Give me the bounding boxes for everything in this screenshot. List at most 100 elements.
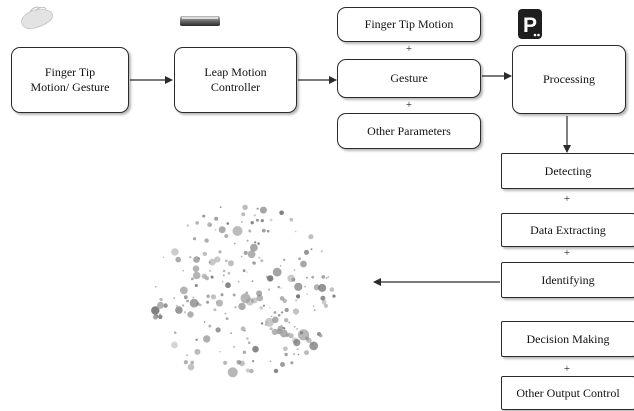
particle-dot bbox=[210, 294, 217, 300]
particle-dot bbox=[269, 327, 273, 331]
particle-dot bbox=[192, 237, 197, 241]
particle-dot bbox=[258, 256, 261, 259]
particle-dot bbox=[210, 275, 214, 279]
particle-dot bbox=[225, 317, 229, 320]
particle-dot bbox=[222, 269, 226, 273]
particle-dot bbox=[282, 298, 287, 303]
particle-dot bbox=[203, 321, 206, 323]
particle-dot bbox=[225, 259, 228, 263]
particle-dot bbox=[279, 210, 284, 216]
particle-dot bbox=[272, 267, 282, 277]
particle-dot bbox=[227, 260, 234, 267]
particle-dot bbox=[248, 229, 252, 233]
particle-dot bbox=[237, 280, 240, 283]
particle-dot bbox=[246, 337, 249, 340]
particle-dot bbox=[296, 348, 299, 351]
particle-dot bbox=[310, 248, 313, 251]
particle-dot bbox=[191, 277, 194, 281]
particle-dot bbox=[280, 324, 283, 327]
particle-dot bbox=[284, 352, 288, 357]
particle-dot bbox=[264, 323, 267, 326]
plus-sign: + bbox=[405, 43, 413, 55]
particle-dot bbox=[251, 359, 255, 363]
particle-dot bbox=[252, 345, 259, 353]
particle-dot bbox=[277, 285, 281, 289]
particle-dot bbox=[219, 350, 221, 353]
particle-dot bbox=[202, 214, 206, 218]
particle-dot bbox=[304, 350, 309, 356]
particle-dot bbox=[175, 306, 183, 314]
particle-dot bbox=[187, 311, 194, 318]
particle-dot bbox=[155, 286, 157, 288]
particle-dot bbox=[240, 255, 243, 258]
particle-dot bbox=[259, 306, 264, 310]
particle-dot bbox=[321, 275, 326, 279]
particle-dot bbox=[233, 345, 236, 348]
particle-dot bbox=[292, 308, 300, 315]
hand-icon bbox=[21, 6, 54, 30]
particle-dot bbox=[250, 221, 254, 225]
particle-dot bbox=[216, 299, 223, 307]
particle-dot bbox=[214, 256, 221, 263]
particle-dot bbox=[321, 300, 327, 305]
particle-dot bbox=[296, 328, 298, 330]
particle-dot bbox=[192, 265, 200, 273]
particle-dot bbox=[269, 360, 272, 363]
particle-dot bbox=[192, 296, 195, 299]
particle-dot bbox=[280, 287, 283, 289]
particle-dot bbox=[265, 321, 268, 323]
particle-dot bbox=[309, 341, 319, 351]
particle-dot bbox=[182, 304, 185, 307]
particle-dot bbox=[250, 243, 258, 252]
particle-dot bbox=[193, 256, 200, 263]
particle-dot bbox=[175, 256, 181, 263]
particle-dot bbox=[242, 204, 248, 210]
particle-dot bbox=[234, 306, 237, 309]
particle-dot bbox=[163, 303, 168, 308]
particle-sphere-image bbox=[151, 204, 336, 378]
particle-dot bbox=[250, 299, 254, 303]
particle-dot bbox=[280, 329, 288, 338]
particle-dot bbox=[220, 293, 224, 297]
particle-dot bbox=[162, 256, 165, 259]
node-leap-controller: Leap Motion Controller bbox=[174, 47, 297, 113]
particle-dot bbox=[293, 325, 296, 328]
particle-dot bbox=[189, 256, 192, 259]
particle-dot bbox=[183, 295, 188, 300]
particle-dot bbox=[186, 224, 189, 227]
particle-dot bbox=[208, 324, 212, 328]
particle-dot bbox=[223, 360, 228, 365]
particle-dot bbox=[279, 265, 282, 267]
particle-dot bbox=[199, 303, 202, 307]
particle-dot bbox=[222, 274, 225, 277]
particle-dot bbox=[240, 326, 246, 332]
particle-dot bbox=[243, 250, 248, 255]
particle-dot bbox=[186, 299, 189, 303]
particle-dot bbox=[260, 219, 264, 223]
particle-dot bbox=[269, 218, 273, 222]
particle-dot bbox=[240, 221, 243, 223]
particle-dot bbox=[214, 228, 217, 231]
particle-dot bbox=[293, 353, 295, 355]
particle-dot bbox=[251, 280, 254, 282]
particle-dot bbox=[192, 271, 201, 280]
particle-dot bbox=[249, 368, 254, 374]
particle-dot bbox=[256, 294, 264, 302]
particle-dot bbox=[227, 271, 231, 275]
particle-dot bbox=[218, 226, 226, 234]
particle-dot bbox=[246, 239, 249, 242]
particle-dot bbox=[180, 286, 188, 295]
particle-dot bbox=[203, 335, 211, 343]
particle-dot bbox=[308, 234, 314, 240]
particle-dot bbox=[296, 294, 301, 299]
node-identifying: Identifying bbox=[501, 262, 634, 298]
particle-dot bbox=[324, 303, 328, 308]
particle-dot bbox=[259, 206, 267, 214]
particle-dot bbox=[183, 360, 188, 365]
particle-dot bbox=[245, 291, 249, 295]
particle-dot bbox=[215, 327, 221, 333]
particle-dot bbox=[186, 354, 189, 357]
leap-device-icon bbox=[180, 16, 220, 26]
particle-dot bbox=[280, 311, 284, 314]
particle-dot bbox=[151, 306, 160, 315]
